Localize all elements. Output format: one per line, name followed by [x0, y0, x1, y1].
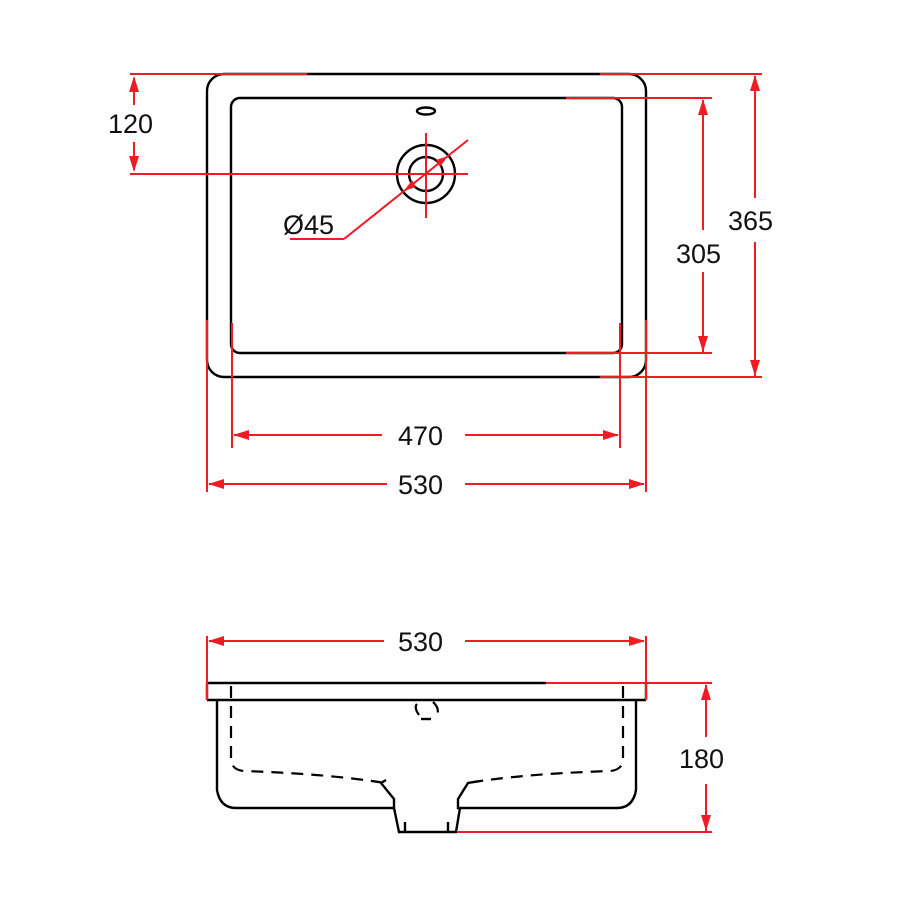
drain-spigot-outline — [392, 807, 462, 834]
overflow-slot-icon — [415, 106, 437, 116]
dim-side-height: 180 — [679, 684, 724, 831]
dim-label-120: 120 — [108, 109, 153, 139]
dim-label-530-side: 530 — [398, 627, 443, 657]
bowl-body-outline — [215, 700, 638, 810]
inner-bowl-outline — [229, 96, 624, 355]
side-view: 530 180 — [205, 627, 724, 834]
dim-label-180: 180 — [679, 744, 724, 774]
dim-drain-offset: 120 — [108, 76, 153, 172]
dim-inner-width: 470 — [233, 421, 619, 451]
outer-rim-outline — [205, 72, 648, 379]
dim-label-530-top: 530 — [398, 470, 443, 500]
dim-label-diameter: Ø45 — [283, 210, 334, 240]
top-view: 120 Ø45 305 365 — [108, 72, 773, 500]
dim-label-470: 470 — [398, 421, 443, 451]
dim-inner-depth: 305 — [676, 99, 721, 352]
dim-outer-width: 530 — [208, 470, 645, 500]
dim-label-365: 365 — [728, 206, 773, 236]
dim-drain-diameter: Ø45 — [283, 139, 469, 240]
dim-label-305: 305 — [676, 239, 721, 269]
dim-outer-depth: 365 — [728, 75, 773, 376]
inner-bowl-hidden-line — [229, 686, 386, 785]
dim-side-width: 530 — [206, 627, 647, 700]
